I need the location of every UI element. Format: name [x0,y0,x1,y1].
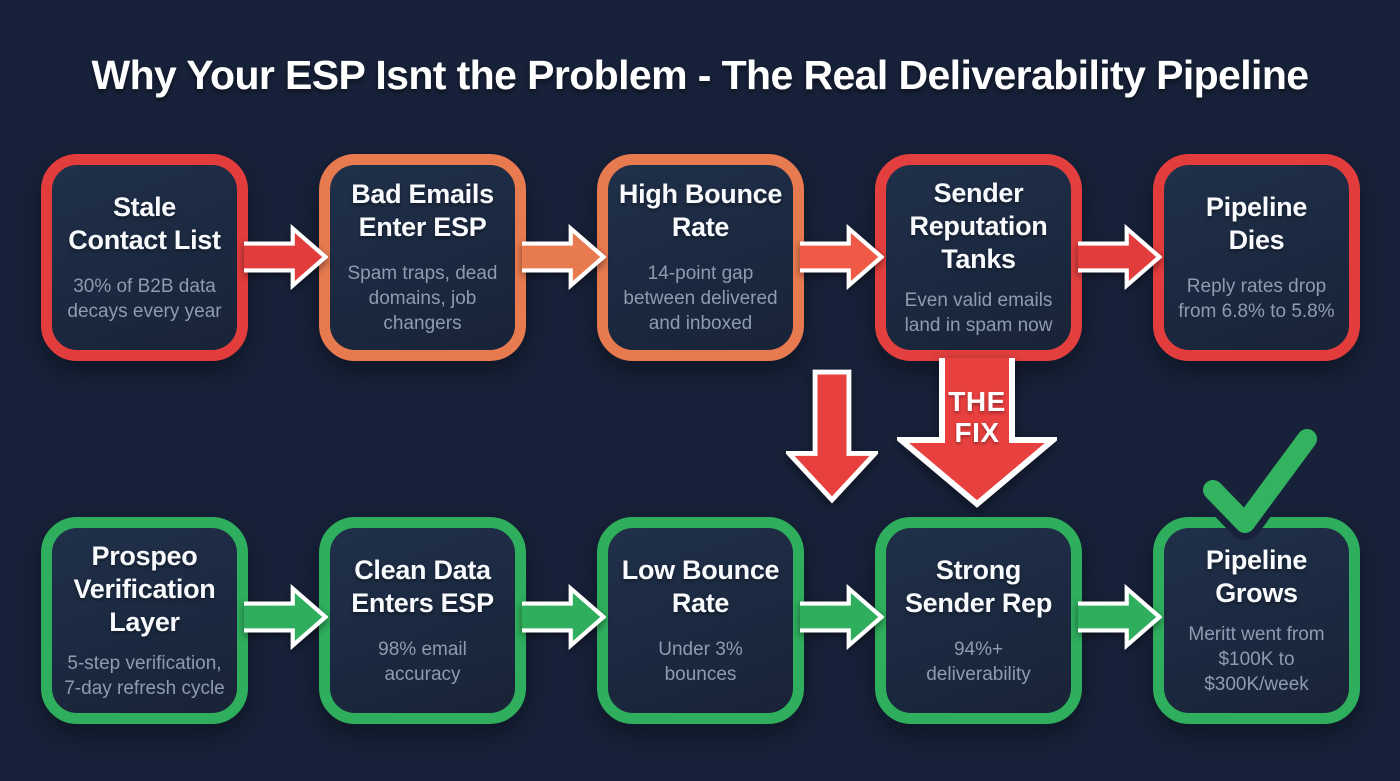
stage-heading: Clean Data Enters ESP [351,554,494,618]
stage-subtitle: Meritt went from $100K to $300K/week [1188,623,1325,695]
stage-box-low-bounce-rate: Low Bounce Rate Under 3% bounces [597,517,804,724]
stage-box-bad-emails-enter-esp: Bad Emails Enter ESP Spam traps, dead do… [319,154,526,361]
stage-box-stale-contact-list: Stale Contact List 30% of B2B data decay… [41,154,248,361]
arrow-right-icon [800,583,884,651]
stage-box-sender-reputation-tanks: Sender Reputation Tanks Even valid email… [875,154,1082,361]
stage-subtitle: Under 3% bounces [658,638,743,685]
arrow-right-icon [244,223,328,291]
stage-heading: High Bounce Rate [618,179,783,243]
arrow-right-icon [244,583,328,651]
stage-subtitle: Spam traps, dead domains, job changers [347,263,498,335]
the-fix-label: THE FIX [948,386,1006,449]
arrow-right-icon [800,223,884,291]
stage-box-strong-sender-rep: Strong Sender Rep 94%+ deliverability [875,517,1082,724]
stage-subtitle: Even valid emails land in spam now [904,289,1053,336]
arrow-right-icon [1078,223,1162,291]
stage-heading: Low Bounce Rate [621,554,780,618]
arrow-right-icon [1078,583,1162,651]
stage-heading: Pipeline Dies [1205,191,1308,255]
stage-heading: Pipeline Grows [1205,544,1308,608]
stage-heading: Bad Emails Enter ESP [351,179,494,243]
stage-heading: Sender Reputation Tanks [909,178,1048,274]
arrow-down-icon [786,369,878,504]
stage-subtitle: 98% email accuracy [378,638,467,685]
stage-subtitle: 14-point gap between delivered and inbox… [623,263,778,335]
the-fix-arrow-down-icon [897,358,1057,508]
stage-subtitle: 94%+ deliverability [926,638,1031,685]
stage-subtitle: 5-step verification, 7-day refresh cycle [64,652,225,699]
stage-heading: Prospeo Verification Layer [73,541,216,637]
page-title: Why Your ESP Isnt the Problem - The Real… [91,52,1310,98]
arrow-right-icon [522,223,606,291]
stage-box-prospeo-verification-layer: Prospeo Verification Layer 5-step verifi… [41,517,248,724]
stage-subtitle: Reply rates drop from 6.8% to 5.8% [1178,275,1335,322]
stage-subtitle: 30% of B2B data decays every year [67,275,222,322]
stage-box-pipeline-grows: Pipeline Grows Meritt went from $100K to… [1153,517,1360,724]
checkmark-icon [1196,424,1324,540]
stage-box-clean-data-enters-esp: Clean Data Enters ESP 98% email accuracy [319,517,526,724]
stage-box-high-bounce-rate: High Bounce Rate 14-point gap between de… [597,154,804,361]
stage-box-pipeline-dies: Pipeline Dies Reply rates drop from 6.8%… [1153,154,1360,361]
stage-heading: Strong Sender Rep [904,554,1053,618]
stage-heading: Stale Contact List [68,191,221,255]
arrow-right-icon [522,583,606,651]
